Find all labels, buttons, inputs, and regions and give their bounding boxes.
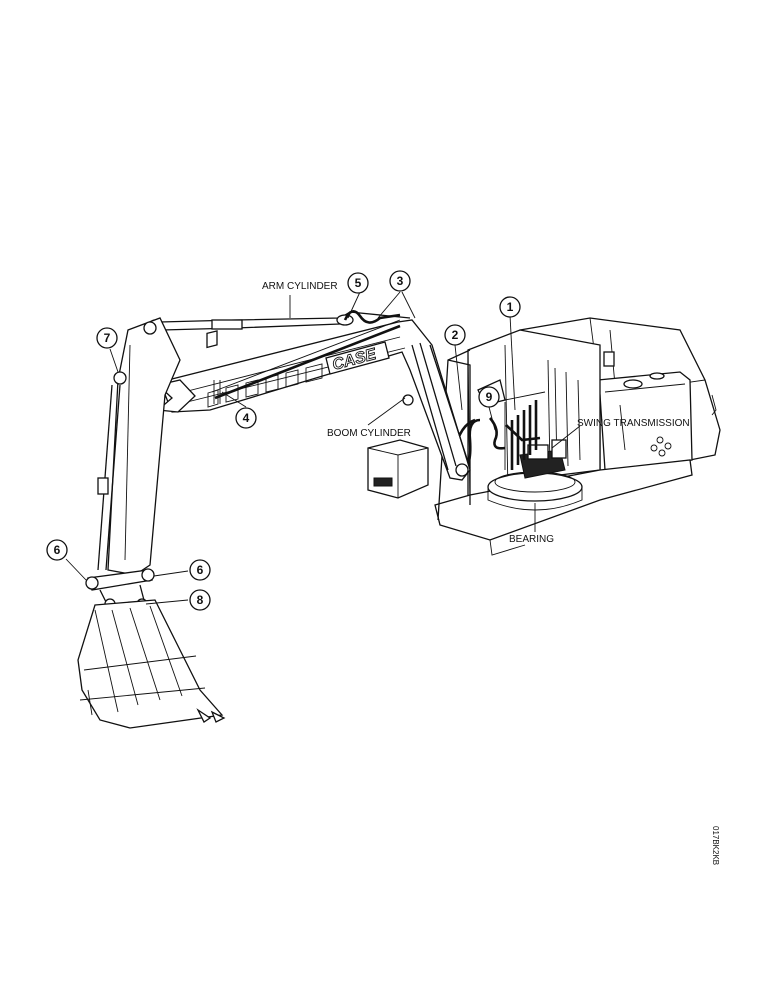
callout-8: 8 xyxy=(189,589,211,611)
leader-lines xyxy=(65,291,581,605)
callout-7: 7 xyxy=(96,327,118,349)
callout-4: 4 xyxy=(235,407,257,429)
callout-9-number: 9 xyxy=(486,390,493,404)
callout-6-left-number: 6 xyxy=(54,543,61,557)
callout-3: 3 xyxy=(389,270,411,292)
callout-5: 5 xyxy=(347,272,369,294)
callout-1-number: 1 xyxy=(507,300,514,314)
boom-cylinder-label: BOOM CYLINDER xyxy=(327,428,411,439)
swing-transmission-label: SWING TRANSMISSION xyxy=(577,418,690,429)
callout-1: 1 xyxy=(499,296,521,318)
callout-9: 9 xyxy=(478,386,500,408)
bucket xyxy=(77,599,226,729)
callout-3-number: 3 xyxy=(397,274,404,288)
callout-7-number: 7 xyxy=(104,331,111,345)
callout-5-number: 5 xyxy=(355,276,362,290)
callout-6-left: 6 xyxy=(46,539,68,561)
figure-code: 017BK2KB xyxy=(711,826,720,865)
callout-2-number: 2 xyxy=(452,328,459,342)
upper-structure xyxy=(367,317,721,556)
callout-8-number: 8 xyxy=(197,593,204,607)
callout-2: 2 xyxy=(444,324,466,346)
callout-6-right: 6 xyxy=(189,559,211,581)
callout-6-right-number: 6 xyxy=(197,563,204,577)
bearing-label: BEARING xyxy=(509,534,554,545)
callout-4-number: 4 xyxy=(243,411,250,425)
arm-cylinder-label: ARM CYLINDER xyxy=(262,281,338,292)
arm xyxy=(85,317,181,610)
